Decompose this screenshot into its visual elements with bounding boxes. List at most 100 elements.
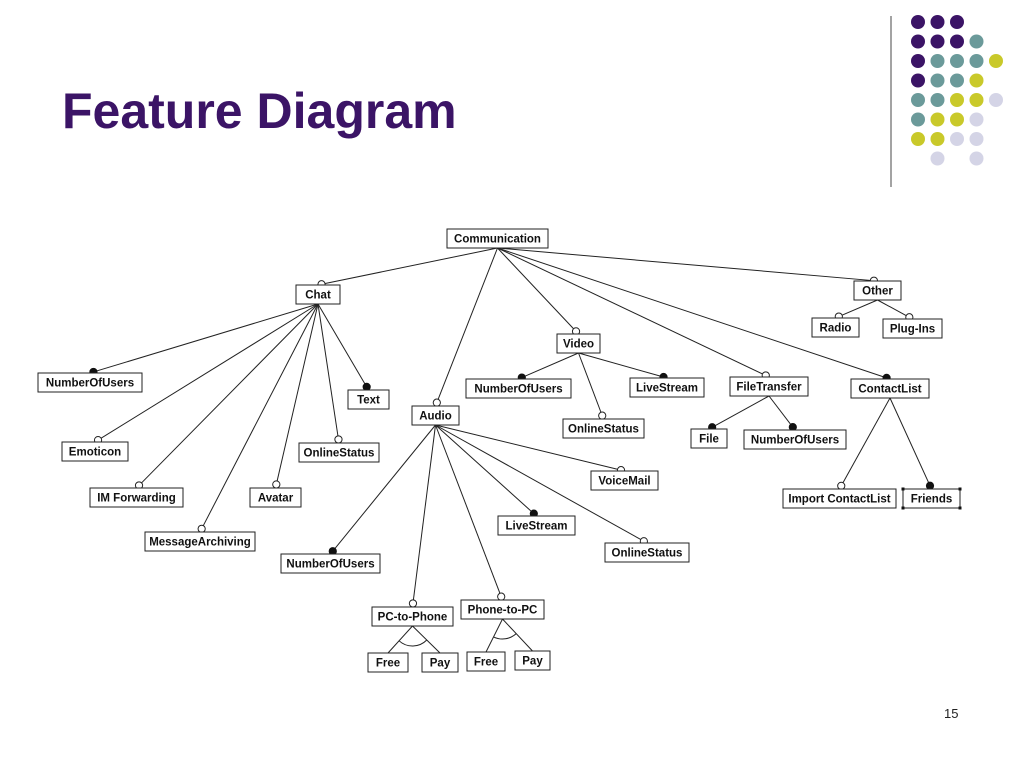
node-label: NumberOfUsers bbox=[474, 384, 562, 396]
node-box bbox=[89, 487, 184, 508]
decor-dot bbox=[950, 132, 964, 146]
feature-node-friends: Friends bbox=[902, 488, 961, 509]
edge-audio-audio_onlinestatus bbox=[435, 424, 645, 542]
edge-audio-voicemail bbox=[435, 424, 622, 471]
feature-node-radio: Radio bbox=[811, 317, 860, 338]
decor-dot bbox=[969, 132, 984, 146]
node-box bbox=[743, 429, 847, 450]
edge-communication-filetransfer bbox=[497, 247, 766, 376]
node-label: NumberOfUsers bbox=[46, 378, 134, 390]
feature-node-video-livestream: LiveStream bbox=[629, 377, 705, 398]
node-box bbox=[690, 428, 728, 449]
node-box bbox=[902, 488, 961, 509]
optional-marker-pc_to_phone bbox=[408, 599, 418, 608]
feature-node-emoticon: Emoticon bbox=[61, 441, 129, 462]
node-box bbox=[144, 531, 256, 552]
node-box bbox=[604, 542, 690, 563]
edge-chat-chat_onlinestatus bbox=[317, 303, 339, 440]
decor-dot bbox=[969, 93, 984, 107]
feature-node-video-onlinestatus: OnlineStatus bbox=[562, 418, 645, 439]
edge-chat-messagearchiving bbox=[201, 303, 319, 530]
feature-node-video-numberofusers: NumberOfUsers bbox=[465, 378, 572, 399]
decor-dot bbox=[930, 151, 945, 166]
optional-marker-chat_onlinestatus bbox=[334, 435, 343, 444]
optional-marker-video_onlinestatus bbox=[598, 411, 607, 420]
edge-video-video_livestream bbox=[578, 352, 664, 378]
decor-dot bbox=[950, 73, 964, 88]
optional-marker-messagearchiving bbox=[197, 524, 206, 533]
decor-dot bbox=[950, 54, 964, 68]
feature-node-file: File bbox=[690, 428, 728, 449]
node-label: Video bbox=[563, 339, 594, 351]
feature-node-messagearchiving: MessageArchiving bbox=[144, 531, 256, 552]
node-box bbox=[411, 405, 460, 426]
decor-dot bbox=[911, 34, 925, 49]
edge-other-plugins bbox=[877, 299, 910, 318]
decor-dot bbox=[950, 15, 964, 29]
node-label: Phone-to-PC bbox=[468, 605, 538, 617]
edge-phone_to_pc-ph2pc_free bbox=[485, 618, 503, 653]
edge-layer bbox=[93, 247, 931, 654]
edge-audio-audio_numberofusers bbox=[332, 424, 436, 552]
selection-handle bbox=[901, 487, 905, 491]
node-label: Free bbox=[376, 658, 400, 670]
decor-dot bbox=[911, 132, 925, 146]
decor-dot bbox=[930, 34, 945, 49]
edge-chat-text bbox=[317, 303, 368, 388]
feature-node-p2p-pay: Pay bbox=[421, 652, 459, 673]
node-label: Other bbox=[862, 286, 893, 298]
feature-node-video: Video bbox=[556, 333, 601, 354]
decor-dot bbox=[950, 93, 964, 107]
edge-video-video_onlinestatus bbox=[578, 352, 603, 416]
node-label: FileTransfer bbox=[736, 382, 802, 394]
node-box bbox=[421, 652, 459, 673]
node-label: Communication bbox=[454, 234, 541, 246]
node-label: Chat bbox=[305, 290, 331, 302]
decor-dot bbox=[969, 112, 984, 127]
selection-handle bbox=[958, 506, 962, 510]
feature-node-plugins: Plug-Ins bbox=[882, 318, 943, 339]
page-number: 15 bbox=[944, 706, 959, 721]
feature-node-phone-to-pc: Phone-to-PC bbox=[460, 599, 545, 620]
node-box bbox=[729, 376, 809, 397]
edge-communication-chat bbox=[321, 247, 498, 285]
decor-dot bbox=[930, 54, 945, 68]
mandatory-marker-text bbox=[362, 382, 371, 391]
edge-filetransfer-ft_numberofusers bbox=[768, 395, 794, 428]
feature-node-avatar: Avatar bbox=[249, 487, 302, 508]
node-label: Import ContactList bbox=[788, 494, 890, 506]
node-label: Radio bbox=[820, 323, 852, 335]
feature-node-other: Other bbox=[853, 280, 902, 301]
edge-video-video_numberofusers bbox=[521, 352, 579, 379]
node-box bbox=[465, 378, 572, 399]
decor-dot bbox=[969, 73, 984, 88]
edge-chat-emoticon bbox=[97, 303, 319, 441]
decor-dot bbox=[930, 15, 945, 29]
feature-node-p2p-free: Free bbox=[367, 652, 409, 673]
node-label: PC-to-Phone bbox=[378, 612, 448, 624]
feature-node-contactlist: ContactList bbox=[850, 378, 930, 399]
feature-node-ph2pc-free: Free bbox=[466, 651, 506, 672]
node-label: File bbox=[699, 434, 719, 446]
decor-dot bbox=[989, 93, 1003, 107]
decor-dot bbox=[911, 73, 925, 88]
node-label: ContactList bbox=[858, 384, 921, 396]
edge-other-radio bbox=[838, 299, 878, 318]
node-box bbox=[371, 606, 454, 627]
feature-node-text: Text bbox=[347, 389, 390, 410]
edge-audio-audio_livestream bbox=[435, 424, 535, 514]
node-box bbox=[37, 372, 143, 393]
decor-dot bbox=[969, 34, 984, 49]
mandatory-marker-friends bbox=[925, 481, 935, 490]
node-label: VoiceMail bbox=[598, 476, 650, 488]
node-box bbox=[446, 228, 549, 249]
edge-audio-pc_to_phone bbox=[412, 424, 436, 604]
feature-node-audio-livestream: LiveStream bbox=[497, 515, 576, 536]
edge-audio-phone_to_pc bbox=[435, 424, 502, 597]
node-label: LiveStream bbox=[505, 521, 567, 533]
node-label: Friends bbox=[911, 494, 953, 506]
optional-marker-phone_to_pc bbox=[497, 592, 506, 601]
decor-dot bbox=[989, 54, 1003, 68]
